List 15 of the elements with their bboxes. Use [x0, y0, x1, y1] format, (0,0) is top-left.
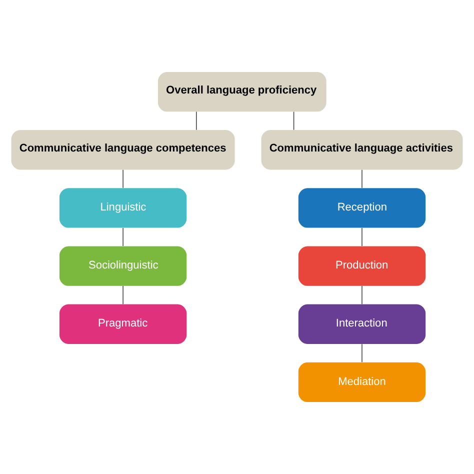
- connector: [122, 228, 124, 246]
- connector: [293, 111, 294, 130]
- node-box: Linguistic: [59, 188, 187, 228]
- node-box: Communicative language activities: [261, 130, 463, 170]
- node-box: Pragmatic: [59, 304, 187, 344]
- node-box: Production: [298, 246, 426, 286]
- node-box: Interaction: [298, 304, 426, 344]
- node-box: Sociolinguistic: [59, 246, 187, 286]
- connector: [196, 111, 197, 130]
- node-box: Reception: [298, 188, 426, 228]
- node-box: Communicative language competences: [11, 130, 235, 170]
- connector: [122, 170, 124, 188]
- node-box: Overall language proficiency: [158, 72, 326, 112]
- connector: [122, 286, 124, 304]
- node-box: Mediation: [298, 362, 426, 402]
